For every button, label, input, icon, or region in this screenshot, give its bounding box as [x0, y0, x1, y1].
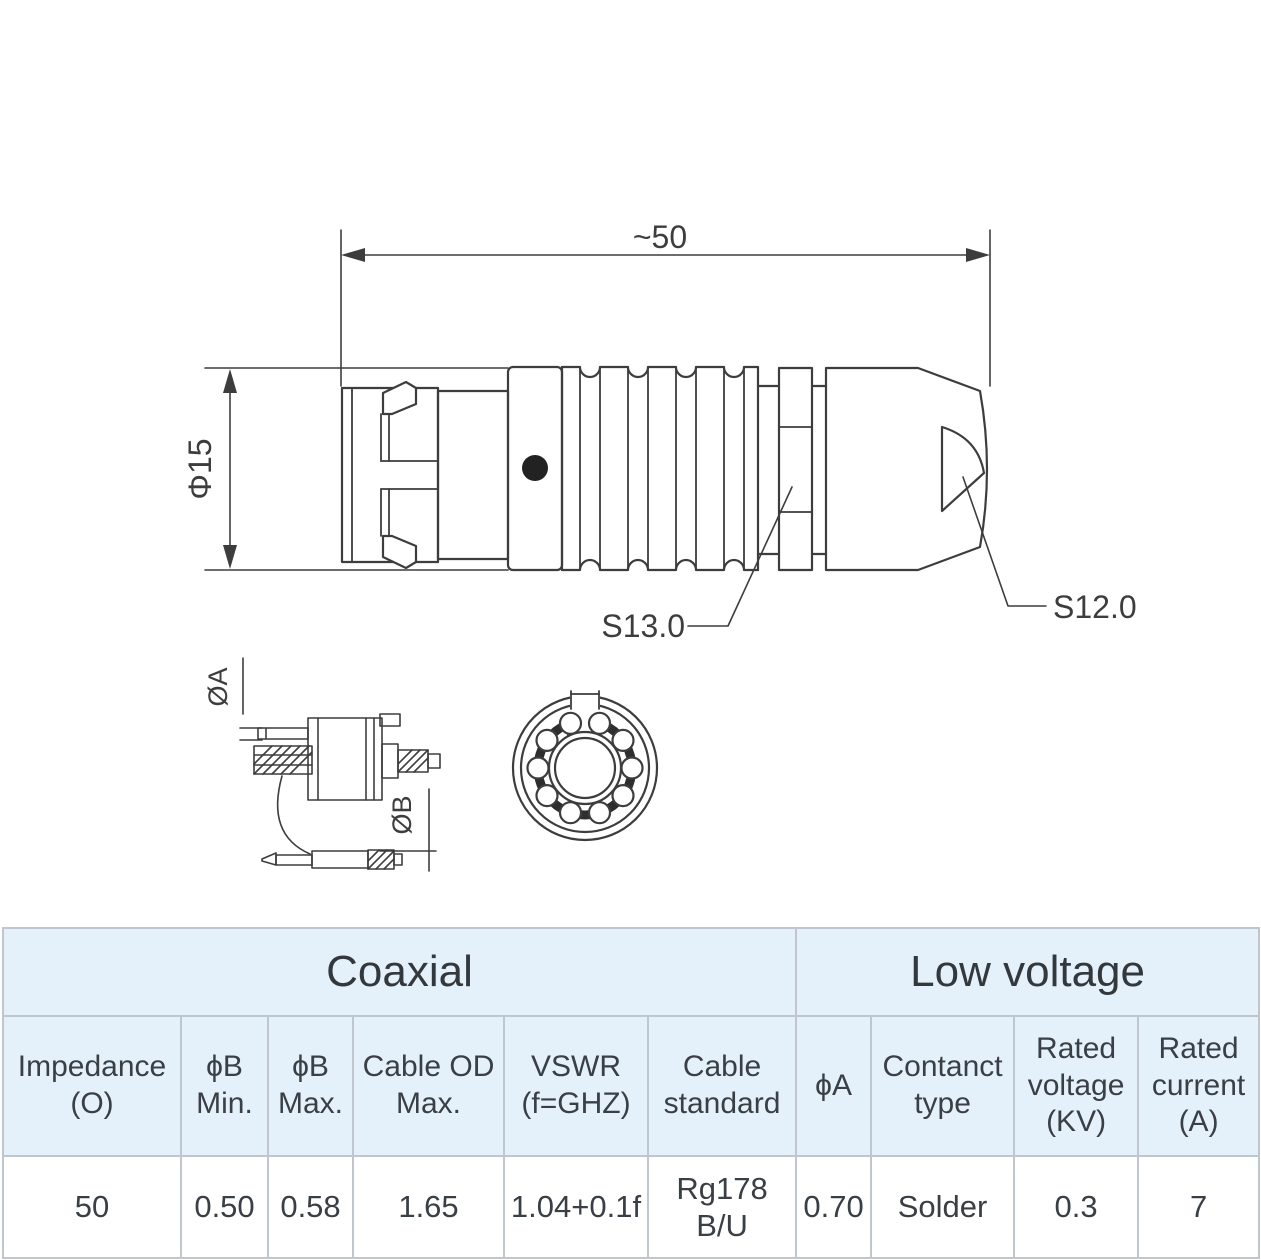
dim-length: ~50: [340, 219, 991, 387]
center-bore: [553, 736, 617, 800]
dim-length-label: ~50: [633, 219, 687, 255]
front-view: [511, 690, 659, 842]
col-header-phib-max: ϕB Max.: [267, 1015, 354, 1157]
s12-callout: S12.0: [962, 476, 1137, 625]
cell-impedance: 50: [2, 1155, 182, 1259]
cable-clamp-cutout: [940, 425, 986, 513]
s12-label: S12.0: [1053, 589, 1137, 625]
threaded-stud: [397, 749, 429, 773]
center-bore-outer: [547, 730, 623, 806]
insert-side-view: ØA: [203, 657, 441, 872]
group-header-low-voltage: Low voltage: [795, 927, 1261, 1017]
cell-phib-max: 0.58: [267, 1155, 354, 1259]
group-header-coaxial: Coaxial: [1, 927, 798, 1017]
index-dot: [522, 455, 548, 481]
dim-diameter: Φ15: [182, 367, 509, 571]
barrel: [506, 365, 564, 572]
arrowhead-left: [341, 248, 365, 262]
col-header-cable-od: Cable OD Max.: [352, 1015, 505, 1157]
hex-nut-s13: [756, 366, 828, 572]
mid-cylinder: [436, 389, 510, 561]
table-row: 50 0.50 0.58 1.65 1.04+0.1f Rg178 B/U 0.…: [2, 1155, 1261, 1259]
cell-vswr: 1.04+0.1f: [503, 1155, 649, 1259]
cell-rated-voltage: 0.3: [1013, 1155, 1140, 1259]
col-header-contact-type: Contanct type: [870, 1015, 1016, 1157]
s13-label: S13.0: [601, 608, 685, 644]
connector-technical-drawing: ~50 Φ15: [182, 219, 1137, 872]
column-header-row: Impedance (O) ϕB Min. ϕB Max. Cable OD M…: [2, 1015, 1261, 1157]
col-header-phia: ϕA: [795, 1015, 873, 1157]
bayonet-lug-bottom: [381, 534, 418, 570]
collet: [253, 745, 313, 775]
dim-diameter-label: Φ15: [182, 438, 218, 499]
col-header-rated-voltage: Rated voltage (KV): [1013, 1015, 1140, 1157]
spec-table: Coaxial Low voltage Impedance (O) ϕB Min…: [1, 927, 1261, 1259]
phi-a-label: ØA: [203, 667, 233, 706]
col-header-rated-current: Rated current (A): [1137, 1015, 1261, 1157]
arrowhead-right: [966, 248, 990, 262]
wire: [276, 775, 311, 855]
col-header-vswr: VSWR (f=GHZ): [503, 1015, 649, 1157]
contact-pin: [261, 849, 403, 870]
col-header-impedance: Impedance (O): [2, 1015, 182, 1157]
bayonet-lug-top: [381, 380, 418, 416]
col-header-cable-standard: Cable standard: [646, 1015, 798, 1157]
leader-line: [962, 476, 1047, 607]
cell-phia: 0.70: [795, 1155, 873, 1259]
cell-cable-od: 1.65: [352, 1155, 505, 1259]
leader-line: [687, 486, 793, 627]
phi-b-label: ØB: [387, 795, 417, 834]
rib-section: [560, 365, 760, 572]
insert-body: [307, 713, 441, 801]
arrowhead-up: [223, 369, 237, 393]
arrowhead-down: [223, 545, 237, 569]
coupling-nut: [340, 380, 440, 570]
connector-side-view: S13.0 S12.0: [340, 365, 1137, 644]
col-header-phib-min: ϕB Min.: [180, 1015, 269, 1157]
back-shell-s12: [824, 366, 989, 572]
group-header-row: Coaxial Low voltage: [1, 927, 1261, 1017]
keyway-mask: [570, 691, 600, 708]
cell-contact-type: Solder: [870, 1155, 1016, 1259]
pin-holes: [526, 711, 644, 825]
cell-cable-standard: Rg178 B/U: [646, 1155, 798, 1259]
cell-rated-current: 7: [1137, 1155, 1261, 1259]
s13-callout: S13.0: [601, 486, 793, 644]
cell-phib-min: 0.50: [180, 1155, 269, 1259]
